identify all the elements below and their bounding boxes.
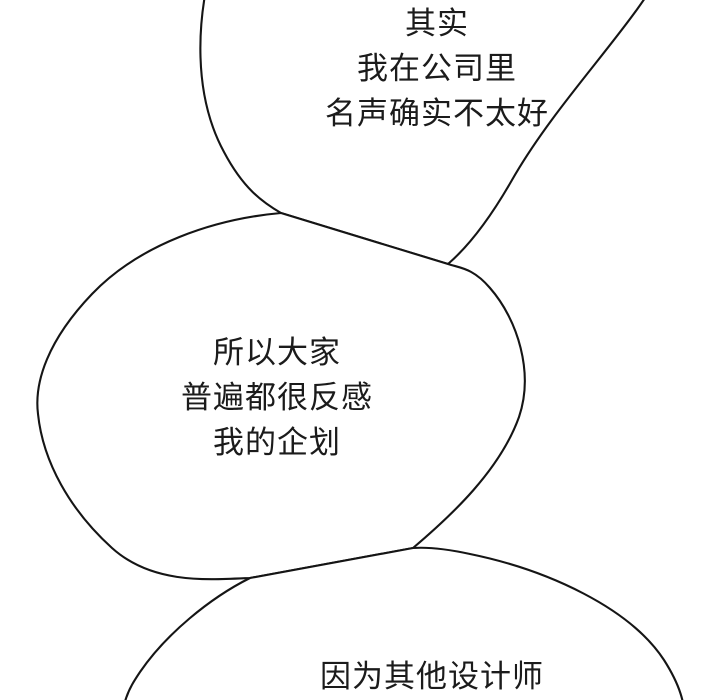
- bubble-2-line-1: 所以大家: [213, 335, 341, 371]
- speech-bubble-2-outline: [36, 211, 526, 581]
- bubble-1-line-2: 我在公司里: [357, 51, 517, 87]
- bubble-1-line-3: 名声确实不太好: [325, 96, 549, 132]
- speech-bubble-1-outline: [199, 0, 645, 266]
- speech-bubble-1-text: 其实 我在公司里 名声确实不太好: [237, 2, 637, 137]
- bubble-3-line-1: 因为其他设计师: [320, 659, 544, 695]
- speech-bubble-3-outline: [124, 546, 684, 700]
- bubble-2-line-2: 普遍都很反感: [181, 380, 373, 416]
- bubble-1-line-1: 其实: [405, 6, 469, 42]
- speech-bubble-3-text: 因为其他设计师: [232, 655, 632, 700]
- speech-bubble-2-text: 所以大家 普遍都很反感 我的企划: [77, 331, 477, 466]
- bubble-2-line-3: 我的企划: [213, 425, 341, 461]
